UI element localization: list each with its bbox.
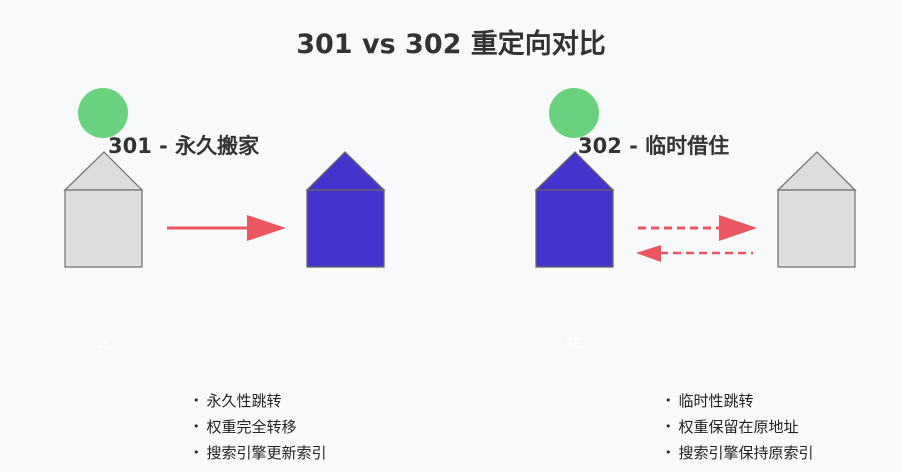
label-301: 301 - 永久搬家 bbox=[108, 134, 260, 158]
search-engine-circle-301 bbox=[78, 88, 128, 138]
house-old-302 bbox=[776, 151, 857, 268]
bullet-item: 权重完全转移 bbox=[193, 416, 327, 442]
house-new-301 bbox=[305, 151, 386, 268]
arrow-temporary-forward bbox=[638, 215, 757, 241]
bullets-302: 临时性跳转 权重保留在原地址 搜索引擎保持原索引 bbox=[665, 390, 814, 468]
arrow-permanent bbox=[167, 215, 286, 241]
se-label-301: SE bbox=[94, 337, 112, 352]
house-old-301 bbox=[63, 151, 144, 268]
search-engine-circle-302 bbox=[549, 88, 599, 138]
bullet-item: 搜索引擎保持原索引 bbox=[665, 442, 814, 468]
bullets-301: 永久性跳转 权重完全转移 搜索引擎更新索引 bbox=[193, 390, 327, 468]
label-302: 302 - 临时借住 bbox=[578, 134, 730, 158]
bullet-item: 搜索引擎更新索引 bbox=[193, 442, 327, 468]
bullet-item: 权重保留在原地址 bbox=[665, 416, 814, 442]
bullet-item: 临时性跳转 bbox=[665, 390, 814, 416]
arrow-temporary-back bbox=[636, 245, 753, 262]
house-new-302 bbox=[534, 151, 615, 268]
diagram-title: 301 vs 302 重定向对比 bbox=[296, 29, 606, 60]
bullet-item: 永久性跳转 bbox=[193, 390, 327, 416]
se-label-302: SE bbox=[565, 337, 583, 352]
